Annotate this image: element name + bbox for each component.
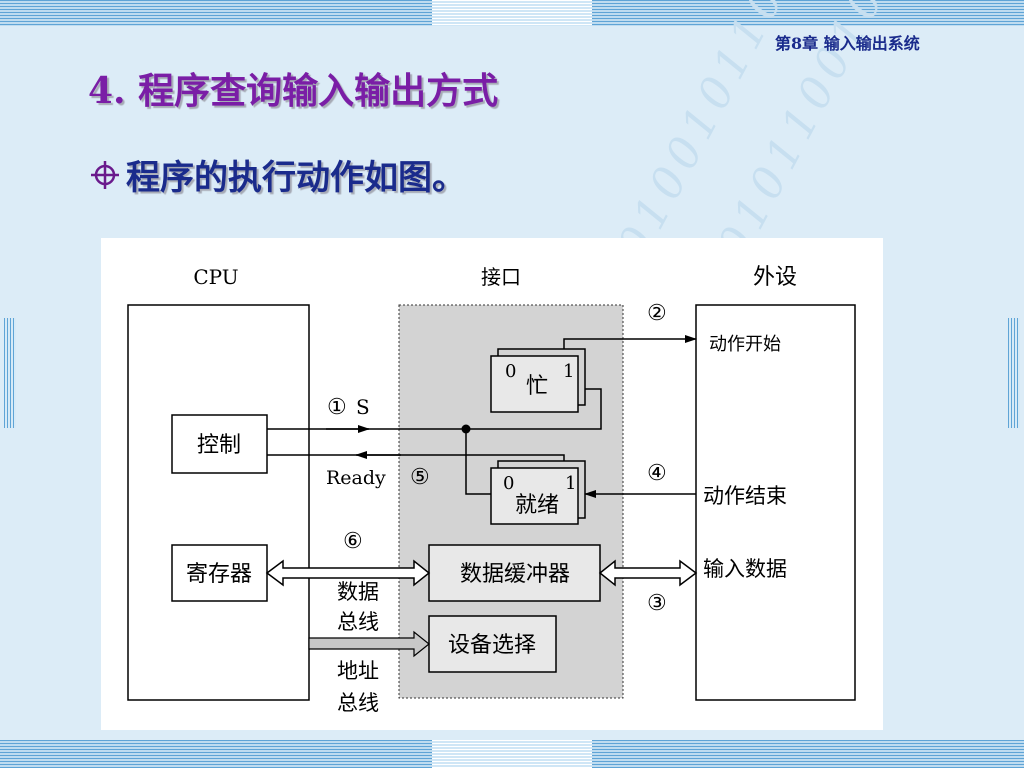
bottom-stripe	[0, 740, 1024, 768]
ready-bit-1: 1	[565, 473, 576, 494]
data-buffer-box	[428, 544, 601, 602]
step3-label: ③	[647, 591, 667, 616]
ready-signal-line	[353, 454, 565, 461]
action-end-label: 动作结束	[703, 484, 787, 508]
step2-label: ②	[647, 301, 667, 326]
busy-bit-0: 0	[505, 361, 516, 382]
device-box	[695, 304, 856, 701]
device-select-label: 设备选择	[448, 633, 536, 658]
device-data-arrow	[598, 559, 698, 587]
program-query-diagram: CPU 接口 外设 控制 寄存器 0 1 忙 0 1 就绪 数据缓冲器 设备选择	[101, 238, 883, 730]
slide-title: 4. 程序查询输入输出方式	[88, 70, 499, 112]
register-label: 寄存器	[186, 562, 252, 587]
crosshair-bullet-icon	[91, 161, 119, 189]
clear-ready-line	[465, 429, 491, 495]
busy-bit-1: 1	[563, 361, 574, 382]
top-stripe	[0, 0, 1024, 26]
step5-label: ⑤	[410, 465, 430, 490]
ready-signal-label: Ready	[326, 467, 386, 489]
interface-label: 接口	[481, 265, 521, 289]
device-select-box	[428, 615, 557, 673]
bullet-text: 程序的执行动作如图。	[126, 158, 466, 198]
data-buffer-label: 数据缓冲器	[460, 562, 570, 587]
data-bus-label-2: 总线	[337, 610, 379, 634]
device-label: 外设	[753, 265, 797, 290]
step4-label: ④	[647, 461, 667, 486]
data-bus-arrow	[265, 559, 431, 587]
set-busy-line	[466, 388, 602, 430]
right-side-decoration	[1008, 318, 1020, 428]
control-box	[171, 414, 268, 474]
data-bus-label-1: 数据	[337, 580, 379, 604]
busy-label: 忙	[526, 374, 548, 399]
control-label: 控制	[197, 433, 241, 458]
ready-flipflop-label: 就绪	[515, 493, 559, 518]
cpu-box	[127, 304, 310, 701]
cpu-label: CPU	[193, 265, 238, 289]
start-signal-label: S	[356, 395, 370, 419]
address-bus-label-2: 总线	[337, 691, 379, 715]
address-bus-label-1: 地址	[337, 659, 379, 683]
action-start-label: 动作开始	[709, 334, 781, 355]
action-start-line	[563, 335, 697, 349]
ready-bit-0: 0	[503, 473, 514, 494]
input-data-label: 输入数据	[703, 557, 787, 581]
left-side-decoration	[4, 318, 16, 428]
step6-label: ⑥	[343, 529, 363, 554]
step1-label: ①	[327, 395, 347, 420]
address-bus-arrow	[308, 630, 430, 658]
chapter-header: 第8章 输入输出系统	[775, 34, 920, 53]
